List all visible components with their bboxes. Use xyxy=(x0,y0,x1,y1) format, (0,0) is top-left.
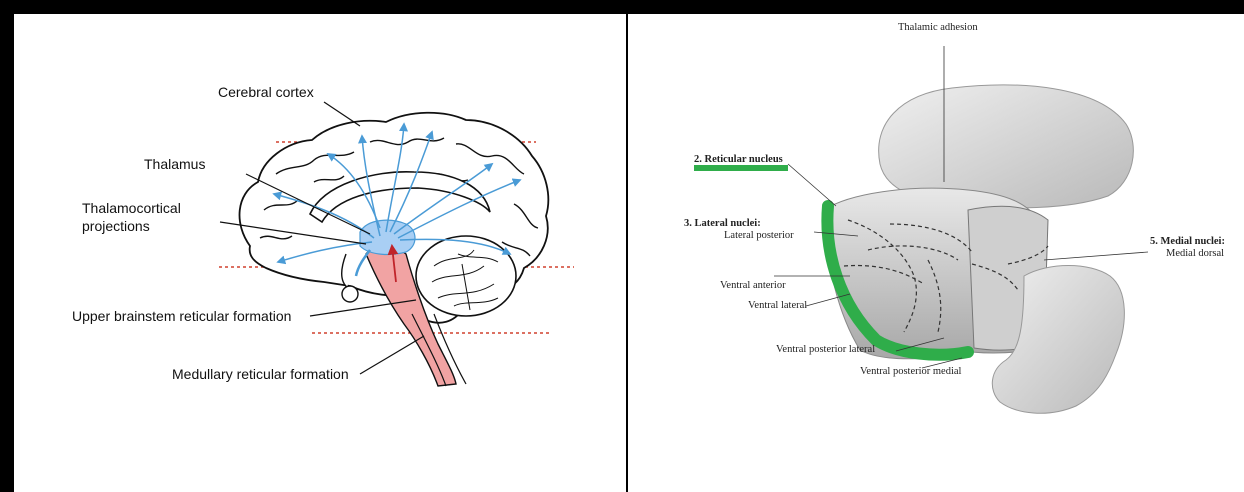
label-ventral-anterior: Ventral anterior xyxy=(720,280,786,291)
label-projections: projections xyxy=(82,218,150,234)
label-medullary: Medullary reticular formation xyxy=(172,366,349,382)
label-ventral-posterior-medial: Ventral posterior medial xyxy=(860,366,961,377)
label-thalamic-adhesion: Thalamic adhesion xyxy=(898,22,978,33)
label-cerebral-cortex: Cerebral cortex xyxy=(218,84,314,100)
cerebellum xyxy=(416,236,516,316)
brain-sagittal-diagram xyxy=(14,14,626,492)
right-diagram-panel: Thalamic adhesion 2. Reticular nucleus 3… xyxy=(628,14,1244,492)
label-ventral-posterior-lateral: Ventral posterior lateral xyxy=(776,344,875,355)
label-thalamocortical: Thalamocortical xyxy=(82,200,181,216)
label-reticular-nucleus: 2. Reticular nucleus xyxy=(694,154,783,165)
label-upper-brainstem: Upper brainstem reticular formation xyxy=(72,308,291,324)
left-diagram-panel: Cerebral cortex Thalamus Thalamocortical… xyxy=(14,14,626,492)
label-medial-nuclei: 5. Medial nuclei: xyxy=(1150,236,1225,247)
label-ventral-lateral: Ventral lateral xyxy=(748,300,807,311)
label-lateral-posterior: Lateral posterior xyxy=(724,230,794,241)
label-lateral-nuclei: 3. Lateral nuclei: xyxy=(684,218,761,229)
label-thalamus: Thalamus xyxy=(144,156,205,172)
label-medial-dorsal: Medial dorsal xyxy=(1166,248,1224,259)
thalamus-nuclei-diagram xyxy=(628,14,1244,492)
